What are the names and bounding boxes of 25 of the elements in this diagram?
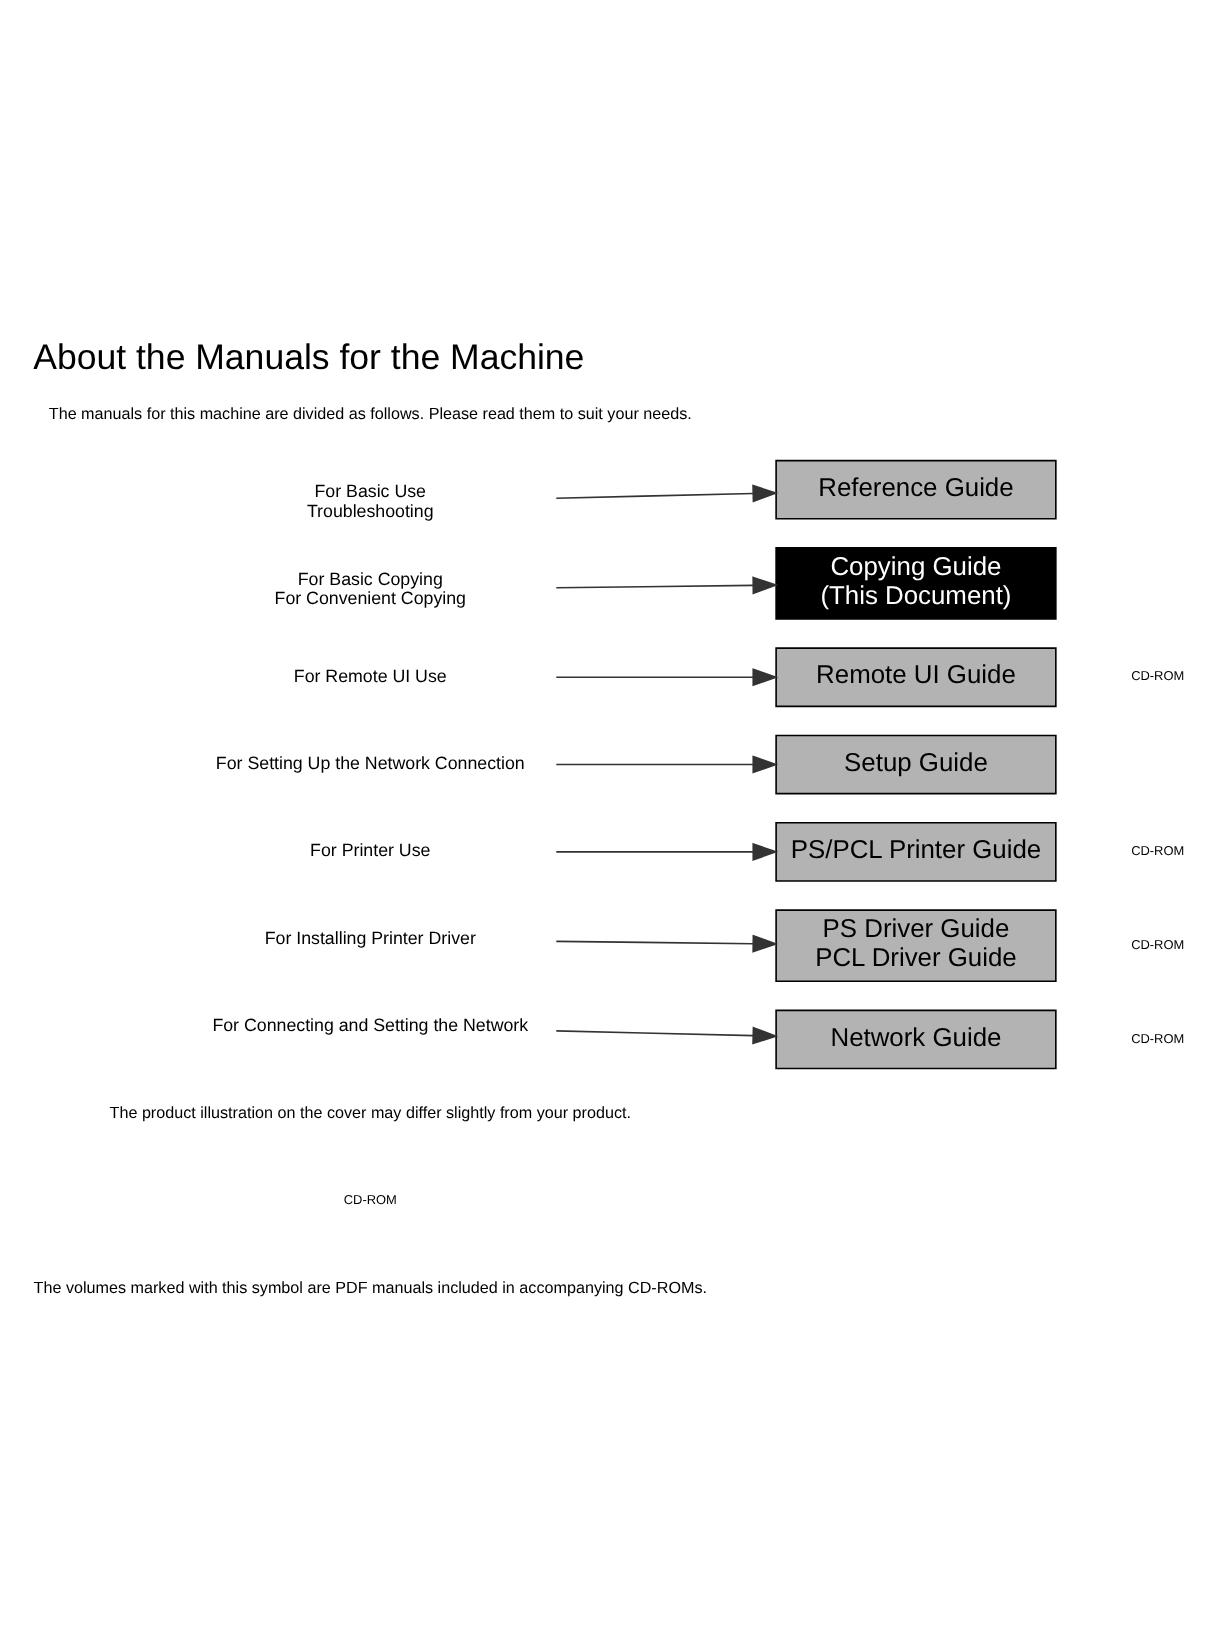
- arrow: [555, 484, 779, 503]
- node-text: For Connecting and Setting the Network: [212, 1015, 529, 1036]
- arrow: [555, 1026, 779, 1045]
- label: The volumes marked with this symbol are PDF manuals included in accompanying CD-ROMs.: [33, 1278, 707, 1297]
- node-text: For Setting Up the Network Connection: [215, 753, 525, 774]
- arrow: [555, 668, 779, 687]
- arrow: [555, 576, 779, 595]
- node-text: For Printer Use: [310, 840, 431, 861]
- node-box: Network Guide: [775, 1009, 1057, 1070]
- node-text: For Basic Use Troubleshooting: [306, 481, 434, 521]
- arrow: [555, 934, 779, 953]
- node-box: PS Driver Guide PCL Driver Guide: [775, 909, 1057, 983]
- node-box: Remote UI Guide: [775, 647, 1057, 708]
- arrow: [555, 842, 779, 861]
- node-text: For Basic Copying For Convenient Copying: [274, 568, 466, 609]
- node-text: For Installing Printer Driver: [264, 927, 476, 948]
- arrow: [555, 755, 779, 774]
- diagram-title: About the Manuals for the Machine: [33, 337, 585, 378]
- node-box: Reference Guide: [775, 459, 1057, 520]
- node-box: Copying Guide (This Document): [775, 547, 1057, 620]
- node-text: For Remote UI Use: [293, 665, 447, 686]
- node-box: Setup Guide: [775, 734, 1057, 795]
- label: The manuals for this machine are divided as follows. Please read them to suit your needs.: [48, 405, 692, 424]
- label: The product illustration on the cover may differ slightly from your product.: [109, 1103, 631, 1122]
- node-box: PS/PCL Printer Guide: [775, 821, 1057, 882]
